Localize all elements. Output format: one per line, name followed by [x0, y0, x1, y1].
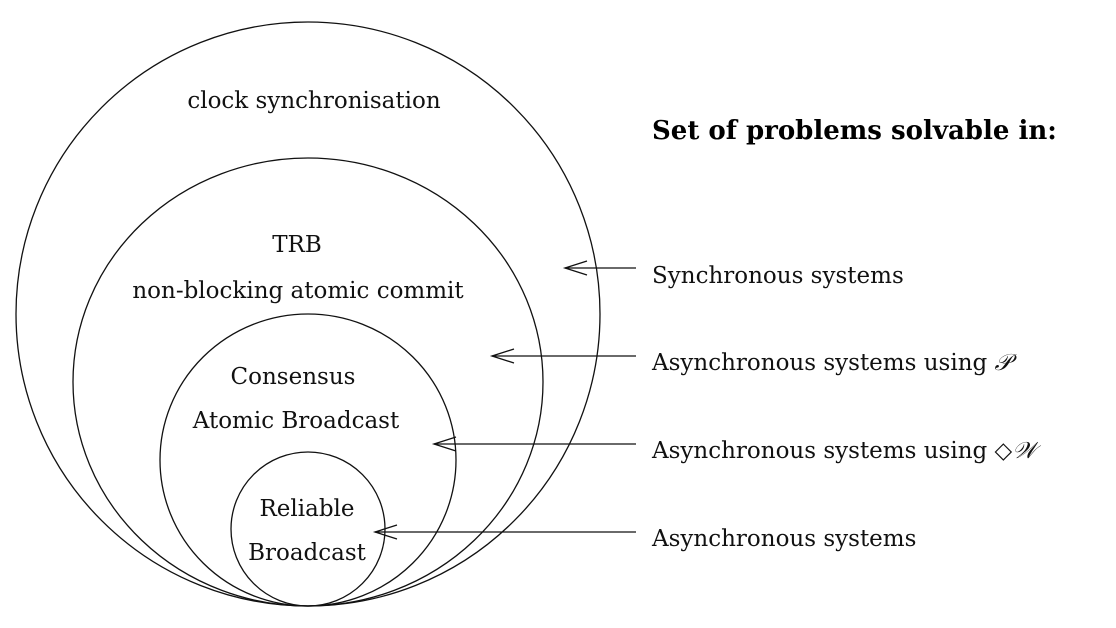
label-atomic-broadcast: Atomic Broadcast [192, 408, 400, 434]
arrow-async-p [489, 348, 636, 364]
label-consensus: Consensus [231, 364, 356, 390]
label-reliable: Reliable [259, 496, 354, 522]
arrow-synchronous [562, 260, 636, 276]
label-async-systems: Asynchronous systems [651, 526, 916, 552]
label-async-using-p: Asynchronous systems using 𝒫 [651, 350, 1018, 376]
arrow-async [372, 524, 636, 540]
diagram-title: Set of problems solvable in: [652, 116, 1057, 146]
label-clock-sync: clock synchronisation [187, 88, 440, 114]
label-broadcast: Broadcast [248, 540, 367, 566]
label-nbac: non-blocking atomic commit [132, 278, 464, 304]
circle-async [230, 451, 386, 607]
label-async-using-w: Asynchronous systems using ◇𝒲 [651, 438, 1041, 464]
label-trb: TRB [272, 232, 322, 258]
weak-detector-symbol: ◇𝒲 [995, 438, 1042, 464]
perfect-detector-symbol: 𝒫 [995, 350, 1018, 376]
label-synchronous-systems: Synchronous systems [652, 263, 904, 289]
arrow-async-w [431, 436, 636, 452]
